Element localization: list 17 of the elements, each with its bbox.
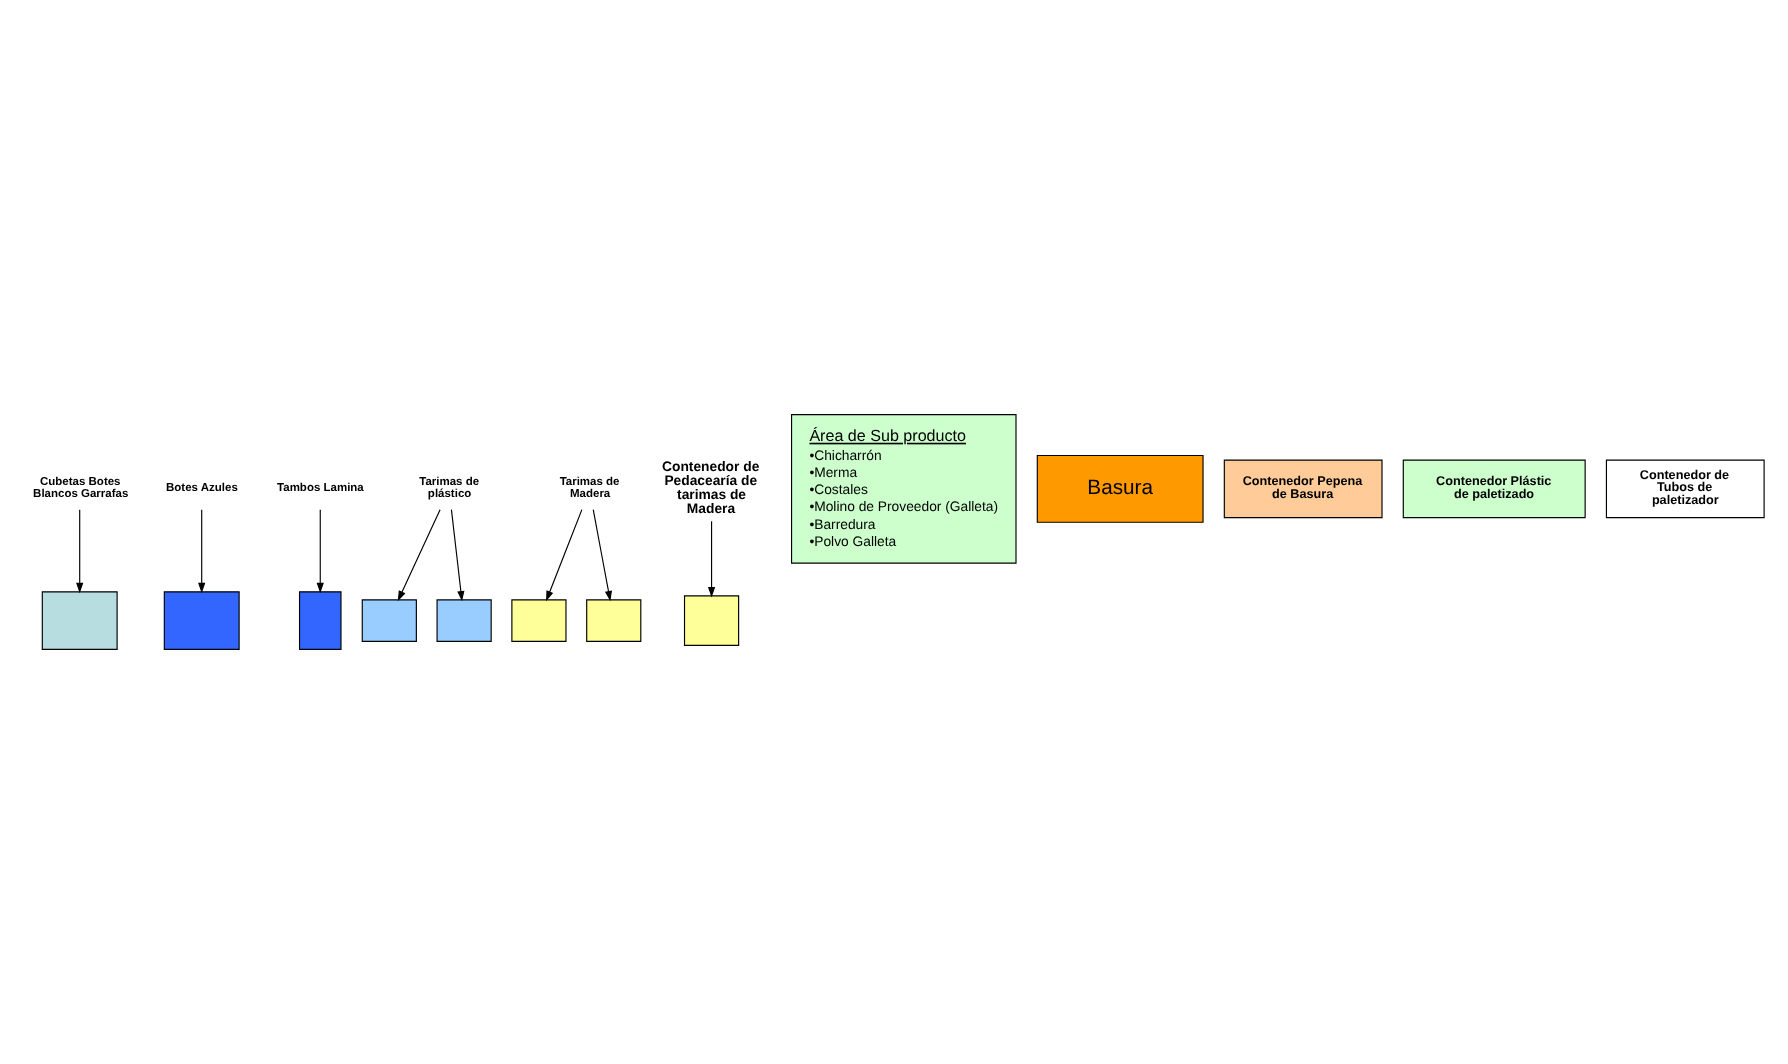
arrow	[546, 509, 583, 602]
arrow	[198, 509, 206, 594]
node-box	[361, 599, 417, 642]
arrow	[397, 509, 441, 602]
arrow	[592, 509, 613, 602]
node-box	[163, 591, 240, 650]
arrow	[707, 520, 716, 598]
node-box	[683, 595, 740, 646]
node-box	[586, 599, 642, 642]
node-box: Basura	[1036, 454, 1204, 523]
arrow	[316, 509, 324, 594]
node-box	[41, 591, 118, 650]
arrow	[450, 509, 465, 602]
node-box	[511, 599, 567, 642]
node-box	[298, 591, 342, 650]
node-box	[436, 599, 492, 642]
arrow	[76, 509, 84, 594]
